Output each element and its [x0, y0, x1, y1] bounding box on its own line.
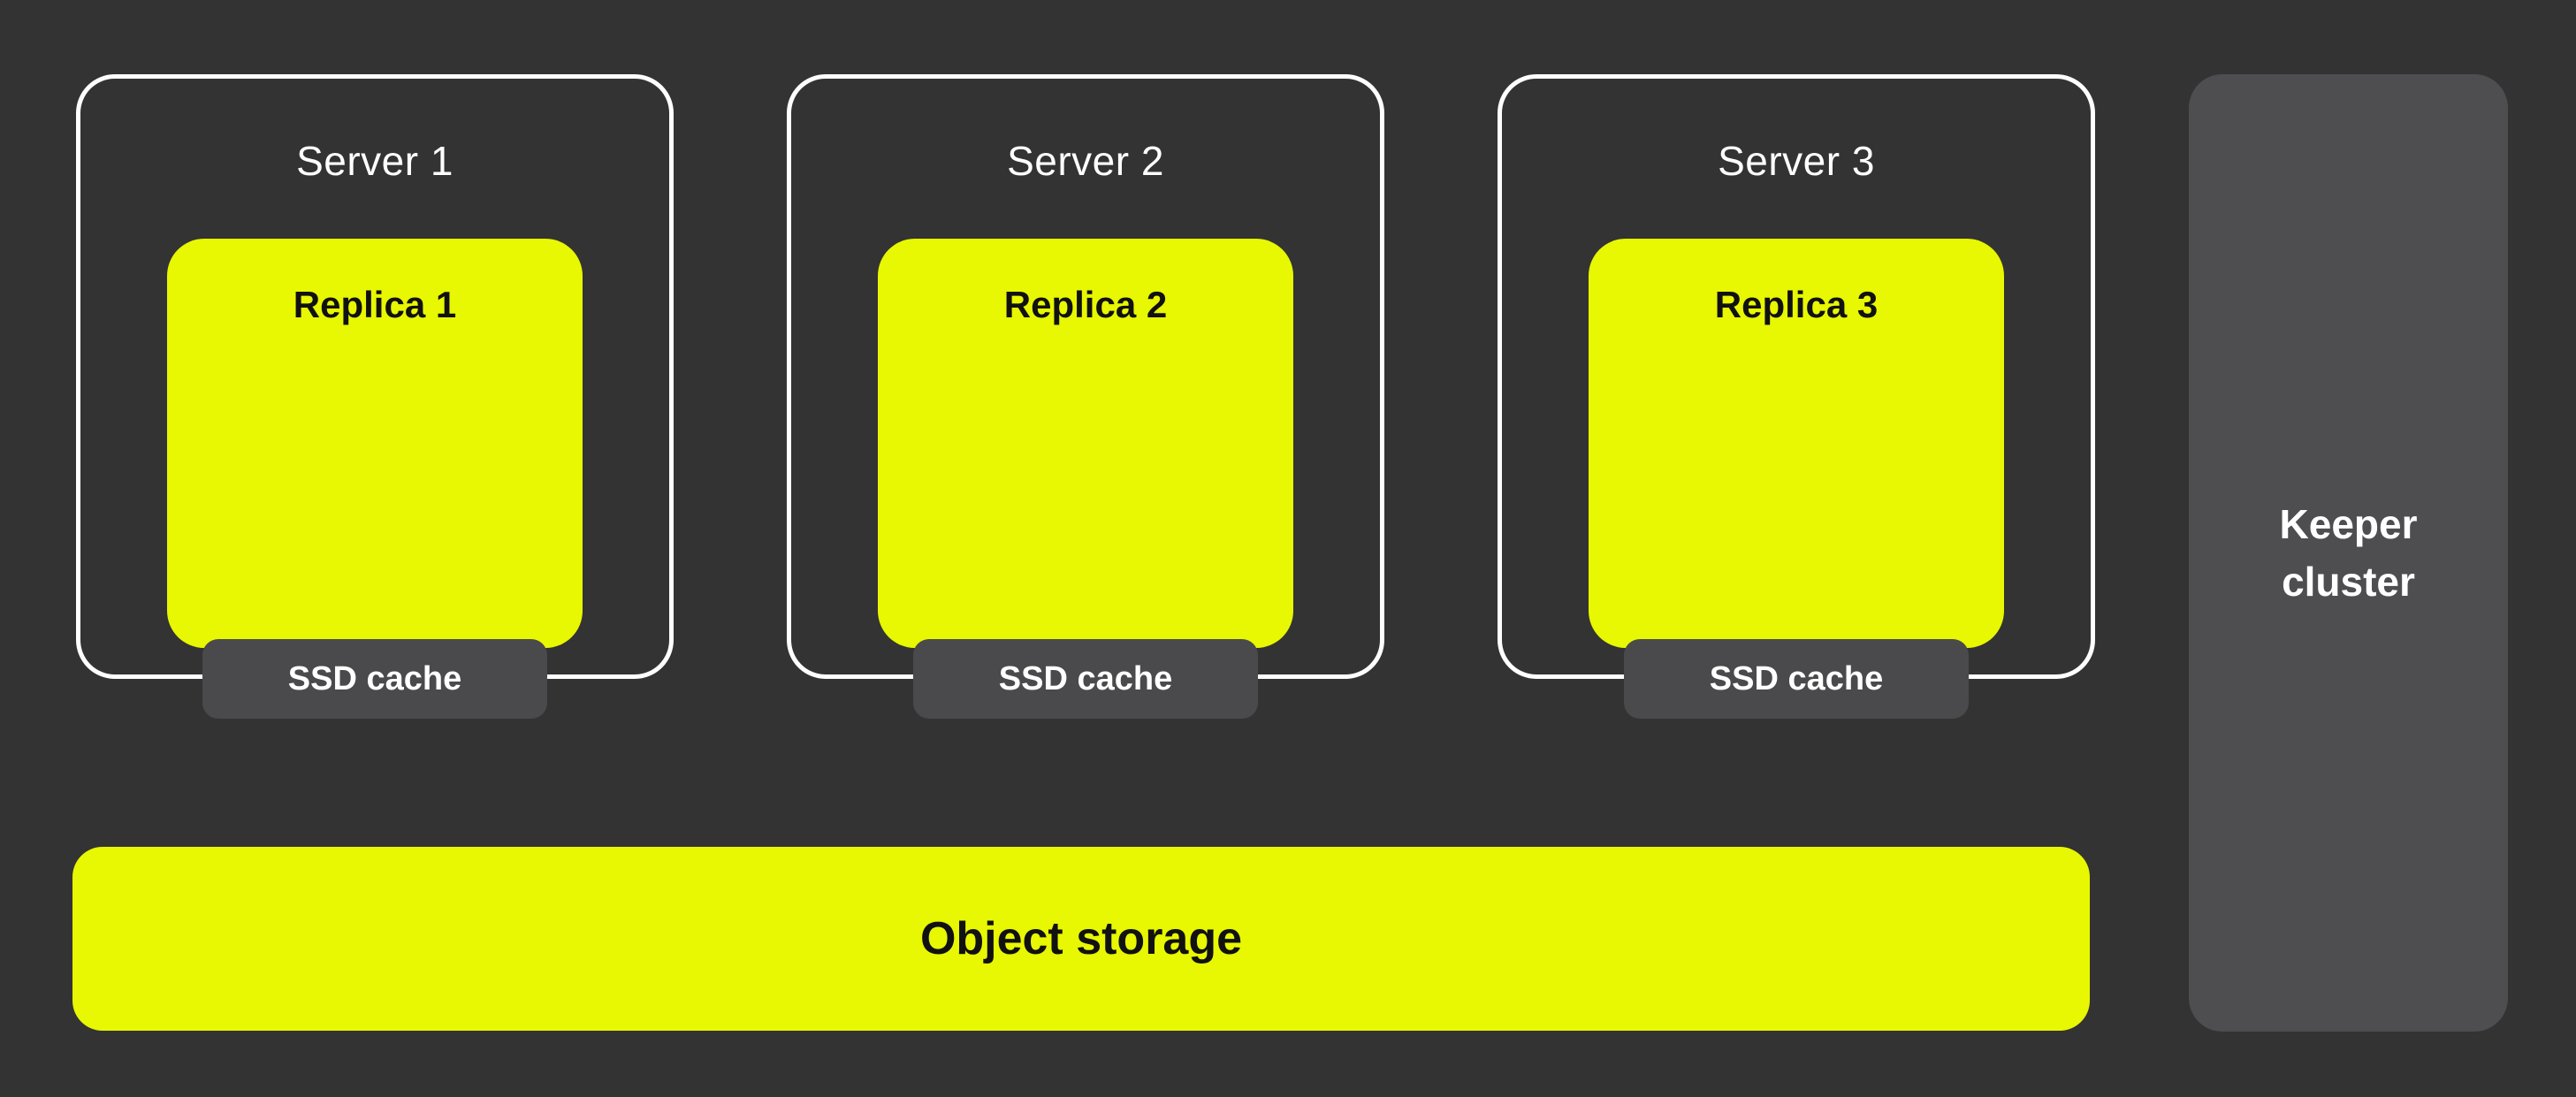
server-3-box: Server 3 Replica 3 SSD cache [1498, 74, 2095, 719]
replica-3-label: Replica 3 [1714, 284, 1879, 325]
server-2-title: Server 2 [1007, 138, 1164, 184]
replica-2-box: Replica 2 [878, 239, 1293, 648]
server-1-ssd-cache-badge: SSD cache [202, 639, 547, 719]
server-3-ssd-cache-label: SSD cache [1709, 660, 1884, 697]
server-3-ssd-cache-badge: SSD cache [1624, 639, 1969, 719]
object-storage-label: Object storage [919, 913, 1243, 964]
replica-3-box: Replica 3 [1589, 239, 2004, 648]
server-2-box: Server 2 Replica 2 SSD cache [787, 74, 1384, 719]
keeper-cluster-label: Keeper cluster [2279, 501, 2418, 605]
replica-1-box: Replica 1 [167, 239, 583, 648]
server-3-title: Server 3 [1718, 138, 1875, 184]
server-1-title: Server 1 [296, 138, 453, 184]
object-storage-box: Object storage [72, 847, 2090, 1031]
server-2-ssd-cache-badge: SSD cache [913, 639, 1258, 719]
keeper-cluster-box: Keeper cluster [2189, 74, 2508, 1032]
replica-2-label: Replica 2 [1003, 284, 1168, 325]
server-1-ssd-cache-label: SSD cache [287, 660, 462, 697]
replica-1-label: Replica 1 [293, 284, 457, 325]
server-1-box: Server 1 Replica 1 SSD cache [76, 74, 674, 719]
server-2-ssd-cache-label: SSD cache [998, 660, 1173, 697]
